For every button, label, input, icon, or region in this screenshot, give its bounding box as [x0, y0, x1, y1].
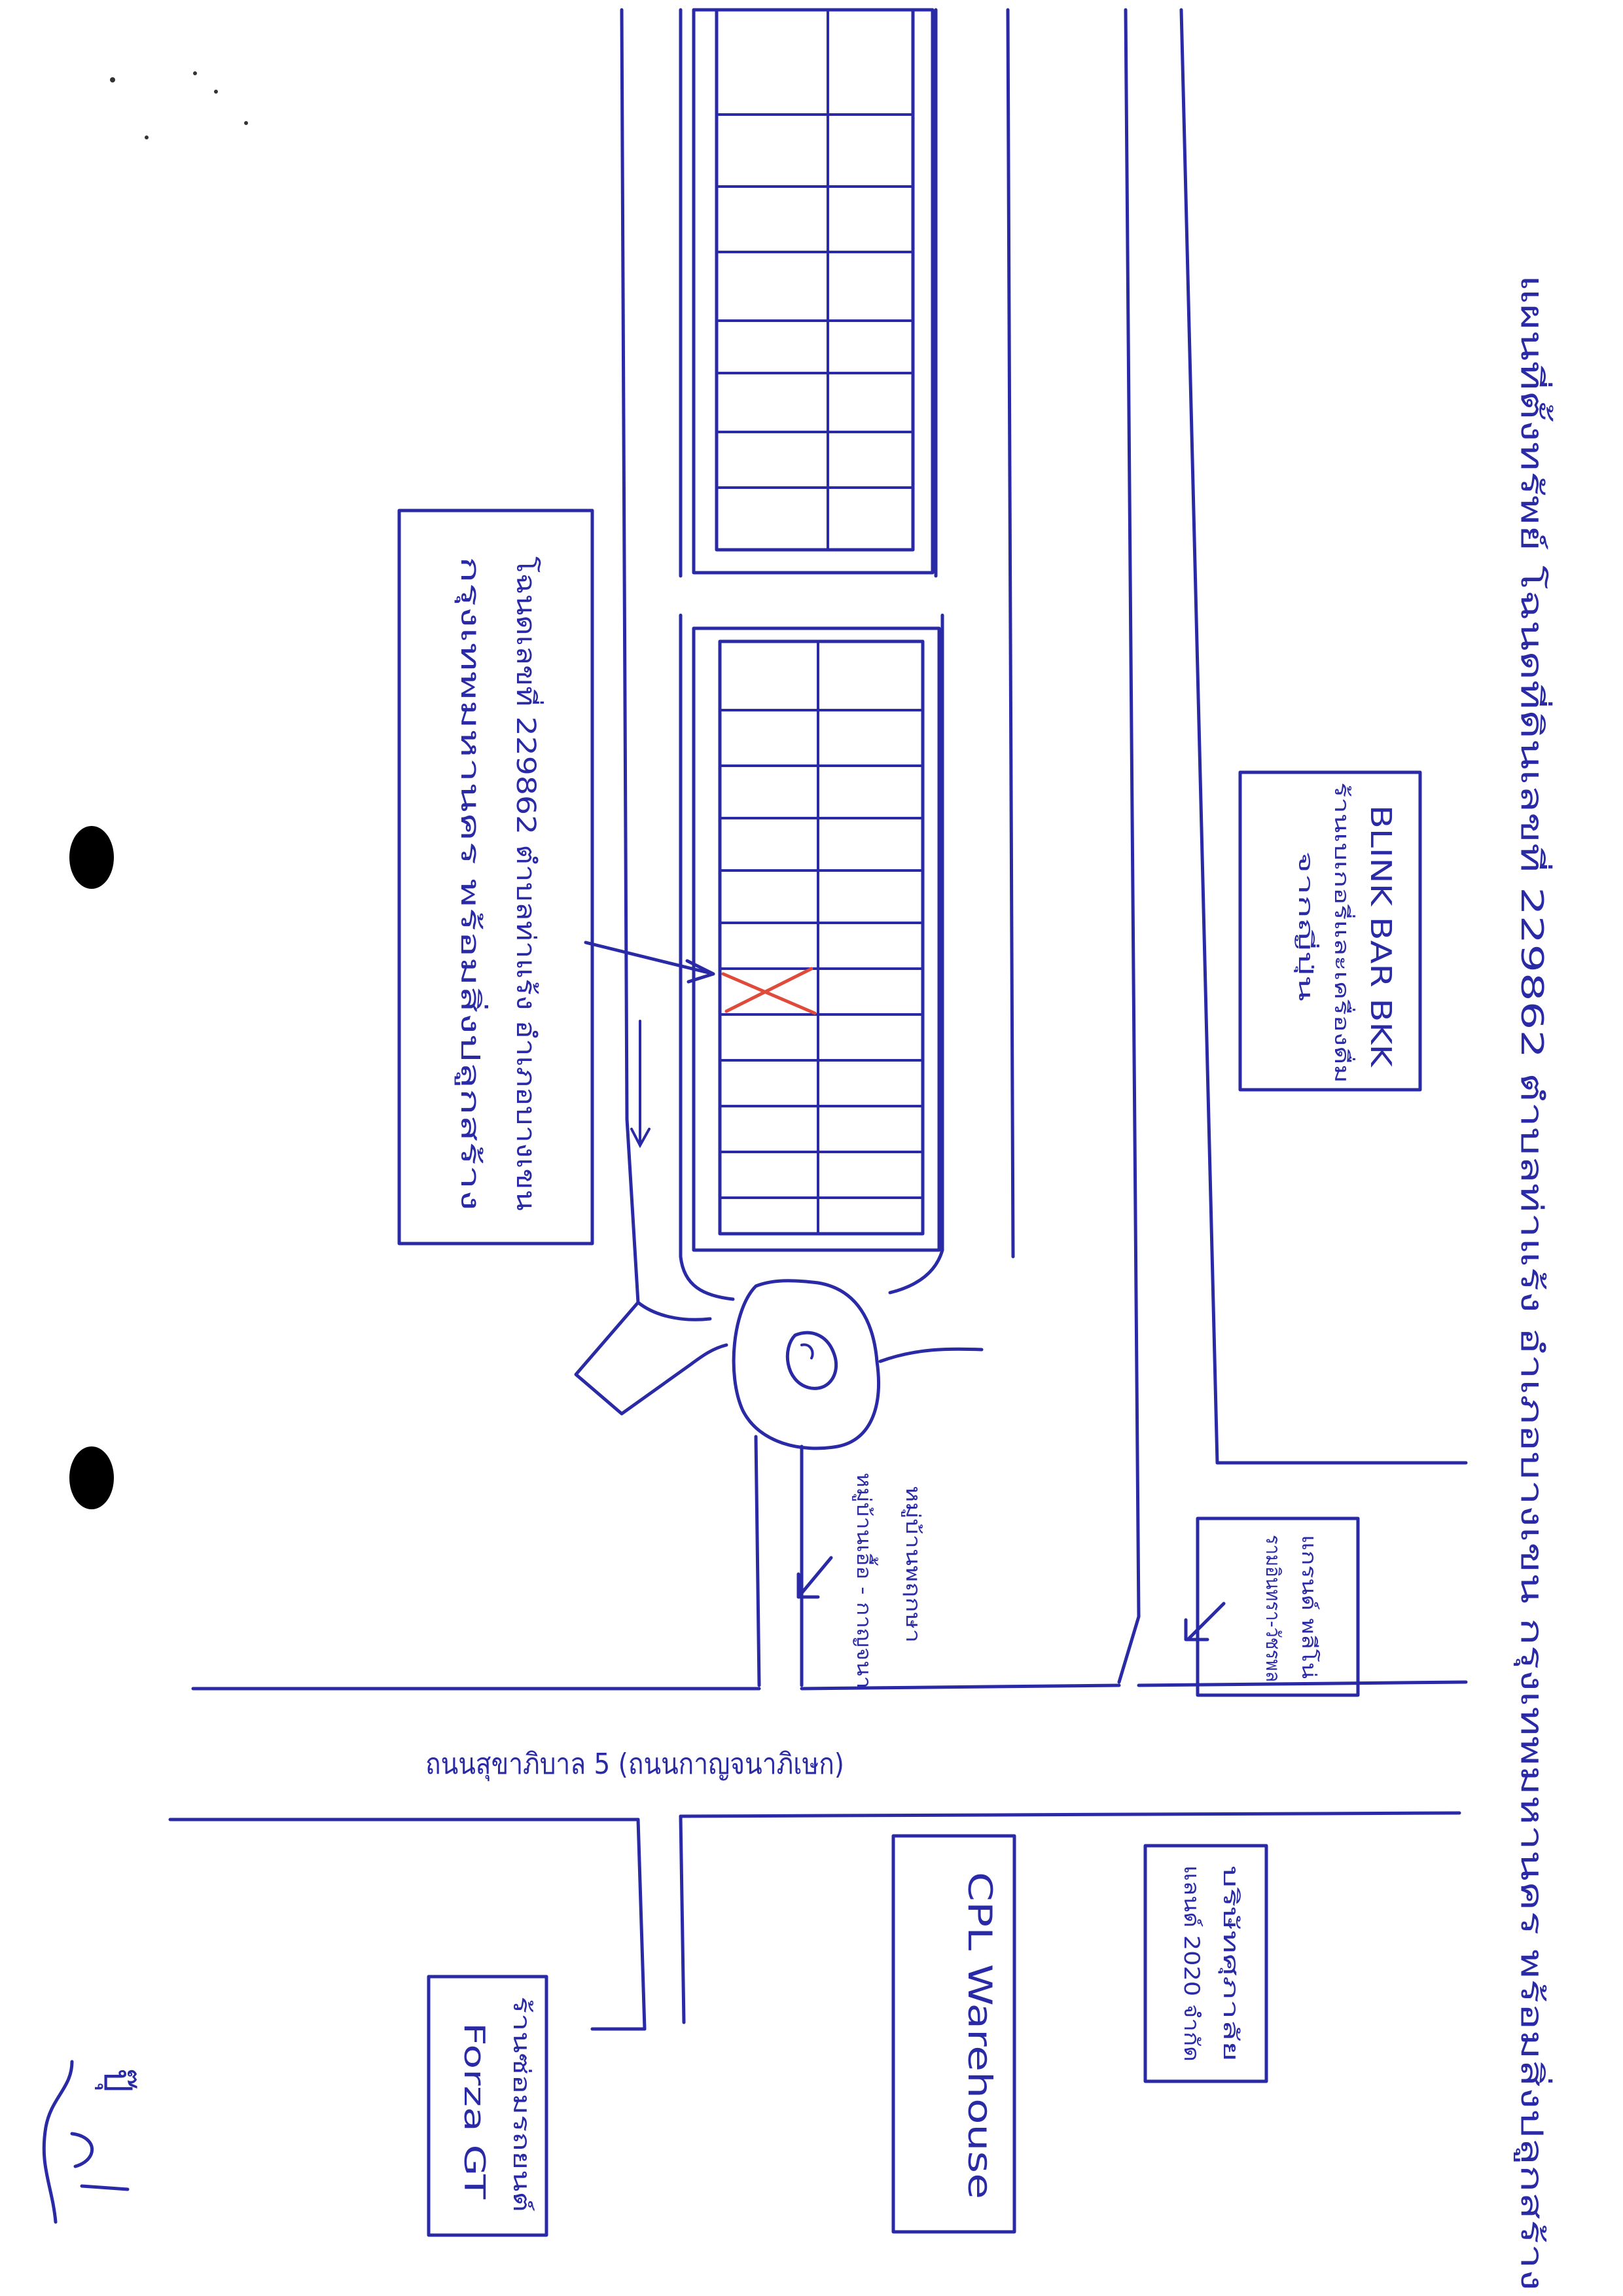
corner-line1: แกรนด์ พลีโน่: [1297, 1535, 1321, 1679]
blink-line3: จากญี่ปุ่น: [1293, 851, 1319, 1001]
company-label-box: [1143, 1844, 1268, 2083]
binder-hole-top: [69, 826, 114, 889]
main-road-name: ถนนสุขาภิบาล 5 (ถนนกาญจนาภิเษก): [425, 1748, 844, 1782]
map-title: แผนที่ตั้งทรัพย์ โฉนดที่ดินเลขที่ 229862…: [1513, 275, 1554, 2291]
cpl-name: CPL Warehouse: [961, 1872, 999, 2199]
roundabout: [574, 1248, 984, 1687]
village-line1: หมู่บ้านพฤกษา: [901, 1486, 924, 1643]
road-edges: [620, 8, 1468, 1684]
arrow-to-village: [796, 1556, 833, 1599]
lower-building-block: [692, 626, 941, 1252]
corner-label-box: [1196, 1516, 1360, 1697]
subject-label-box: [397, 509, 594, 1246]
forza-label-box: [427, 1975, 548, 2237]
stray-specks: [110, 71, 248, 139]
signature: ปุ๊: [42, 2060, 140, 2224]
blink-label-box: [1238, 770, 1422, 1092]
upper-building-block: [692, 8, 935, 575]
main-road: [168, 1680, 1468, 2031]
arrow-to-subject: [584, 941, 715, 984]
blink-name: BLINK BAR BKK: [1364, 805, 1397, 1067]
company-line1: บริษัทศุภาลัย: [1218, 1865, 1243, 2062]
blink-line2: ร้านเบเกอรี่และเครื่องดื่ม: [1330, 782, 1355, 1083]
signature-text: ปุ๊: [94, 2068, 140, 2092]
arrow-down-soi: [630, 1020, 651, 1149]
subject-label-line1: โฉนดเลขที่ 229862 ตำบลท่าแร้ง อำเภอบางเข…: [510, 556, 544, 1211]
forza-line1: ร้านซ่อมรถยนต์: [508, 1996, 535, 2212]
village-line2: หมู่บ้านเอื้อ - กาญจนา: [852, 1473, 878, 1689]
company-line2: แลนด์ 2020 จำกัด: [1179, 1865, 1204, 2062]
forza-line2: Forza GT: [457, 2022, 491, 2199]
binder-hole-bottom: [69, 1446, 114, 1509]
subject-label-line2: กรุงเทพมหานคร พร้อมสิ่งปลูกสร้าง: [454, 556, 488, 1211]
arrow-to-corner: [1184, 1602, 1226, 1641]
corner-line2: รามอินทรา-วัชรพล: [1261, 1535, 1284, 1682]
cpl-label-box: [891, 1834, 1016, 2234]
subject-plot-marker: [721, 967, 817, 1015]
